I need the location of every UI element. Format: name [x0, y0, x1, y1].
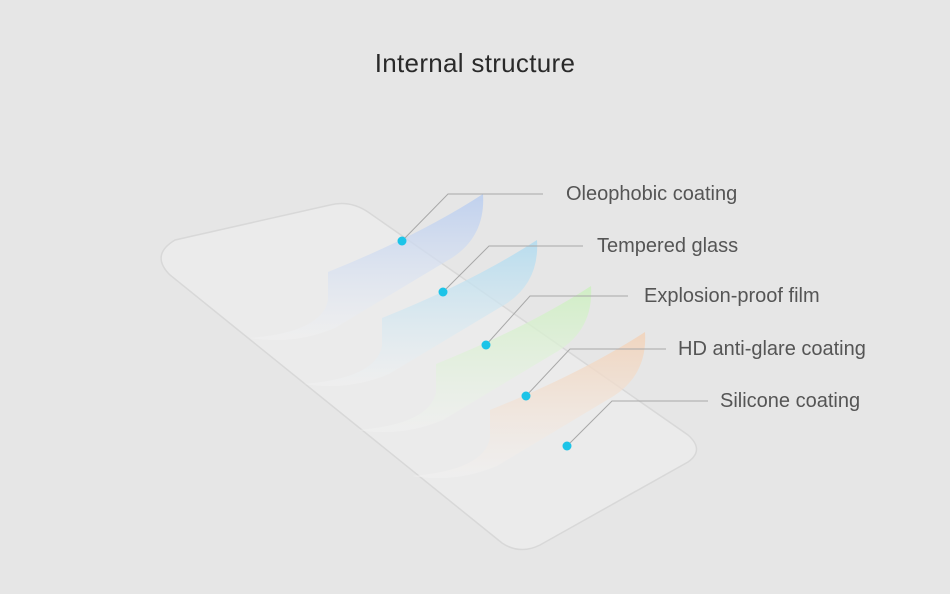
layer-label: Silicone coating: [720, 390, 861, 412]
leader-line: [442, 245, 583, 293]
leader-line: [401, 193, 543, 242]
marker-dot: [438, 287, 448, 297]
layer-label: HD anti-glare coating: [678, 338, 866, 360]
leader-line: [485, 295, 628, 346]
marker-dot: [397, 236, 407, 246]
marker-dot: [481, 340, 491, 350]
marker-dot: [521, 391, 531, 401]
glass-plate: [160, 202, 698, 551]
layer-label: Oleophobic coating: [566, 183, 738, 205]
layer-label: Tempered glass: [597, 235, 739, 257]
page-title: Internal structure: [374, 48, 576, 78]
layer-label: Explosion-proof film: [644, 285, 820, 307]
layer-sheet-3: [358, 286, 592, 433]
layer-sheet-2: [304, 240, 538, 387]
leader-line: [525, 348, 666, 397]
marker-dot: [562, 441, 572, 451]
leader-line: [566, 400, 708, 447]
layer-sheet-4: [412, 332, 646, 479]
layer-sheet-1: [250, 194, 484, 341]
